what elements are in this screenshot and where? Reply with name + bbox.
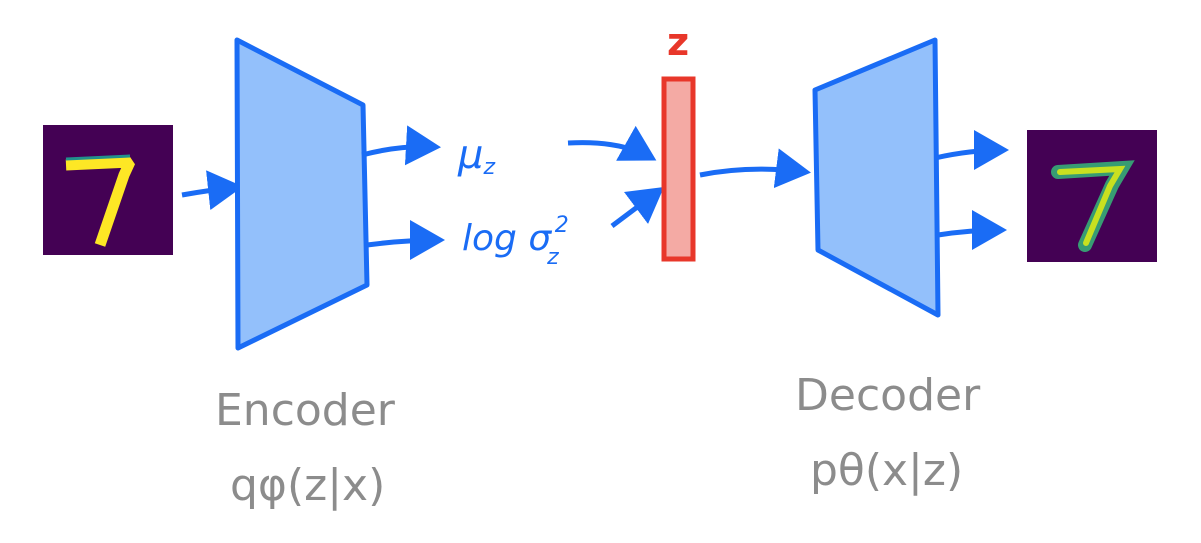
reconstructed-digit-image [1027, 130, 1157, 262]
encoder-block [234, 37, 370, 351]
decoder-block [812, 37, 941, 318]
input-digit-image [43, 125, 173, 255]
decoder-title: Decoder [795, 370, 981, 421]
mu-label: μz [457, 132, 495, 180]
latent-z-label: z [667, 20, 689, 64]
decoder-formula: pθ(x|z) [810, 445, 963, 496]
mu-arrow [361, 125, 441, 166]
z-to-decoder-arrow [699, 148, 811, 189]
encoder-title: Encoder [215, 385, 396, 436]
decoder-output-arrow-2 [937, 210, 1007, 251]
log-variance-label: log σz2 [462, 213, 569, 270]
mu-to-z-arrow [567, 125, 657, 161]
encoder-formula: qφ(z|x) [230, 460, 385, 511]
latent-vector-z [661, 76, 696, 262]
logvar-to-z-arrow [610, 186, 664, 228]
input-arrow [181, 170, 243, 211]
decoder-output-arrow-1 [934, 130, 1009, 171]
logvar-arrow [366, 220, 445, 261]
